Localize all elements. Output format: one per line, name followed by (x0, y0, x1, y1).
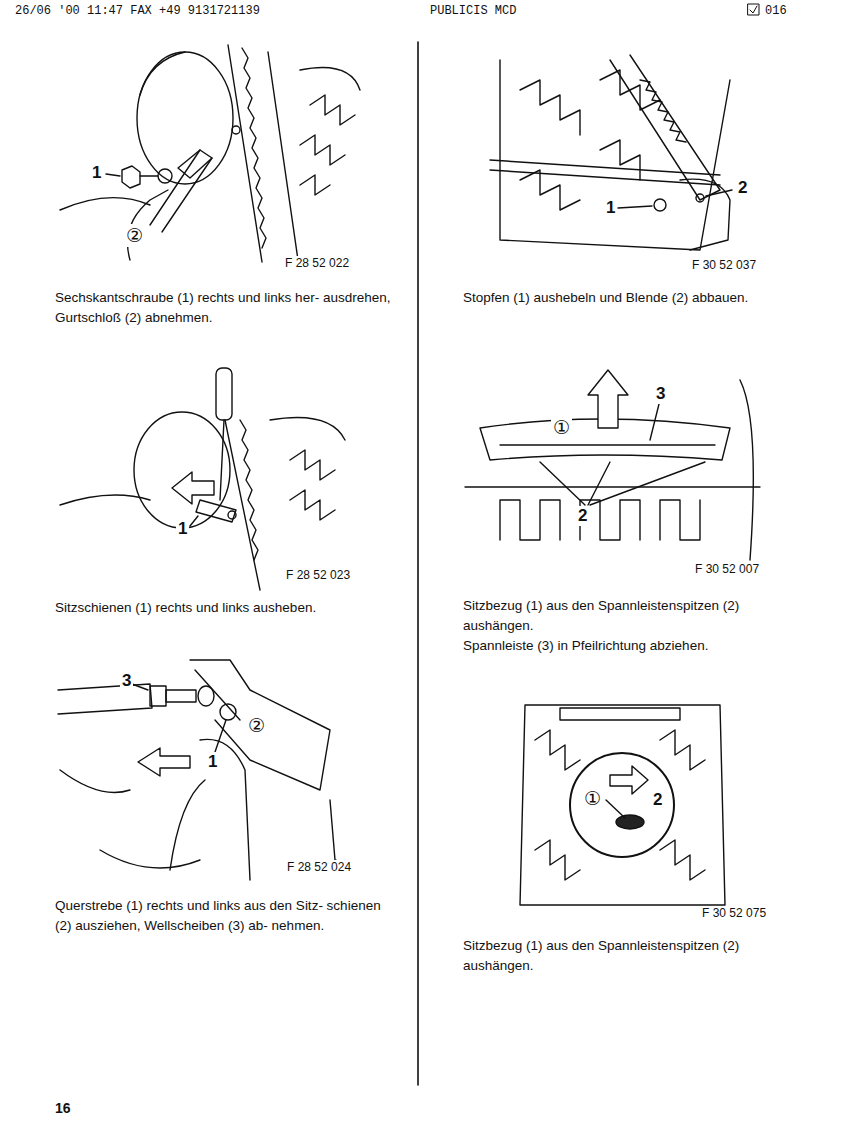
callout-number: 2 (736, 178, 749, 198)
figure-plug-cover (490, 55, 732, 250)
figure-code: F 30 52 037 (690, 258, 758, 272)
page-number: 16 (55, 1100, 71, 1117)
figure-seat-cover-hooks (520, 705, 725, 905)
callout-number: 3 (120, 671, 133, 691)
caption: Sitzschienen (1) rechts und links ausheb… (55, 598, 393, 618)
figure-cross-strut (58, 660, 350, 880)
callout-number: 1 (90, 163, 103, 183)
fax-header: 26/06 '00 11:47 FAX +49 9131721139 (15, 4, 260, 18)
caption: Spannleiste (3) in Pfeilrichtung abziehe… (463, 636, 798, 656)
fax-icon (748, 4, 759, 15)
figure-seat-rail-lift (60, 368, 345, 590)
column-divider (417, 42, 419, 1085)
callout-number: ① (582, 787, 603, 810)
callout-number: ② (246, 714, 267, 737)
fax-header: PUBLICIS MCD (430, 4, 516, 18)
callout-number: ① (551, 416, 572, 439)
caption: Sechskantschraube (1) rechts und links h… (55, 288, 393, 328)
figure-code: F 28 52 024 (285, 860, 353, 874)
figure-code: F 30 52 007 (693, 562, 761, 576)
callout-number: ② (124, 224, 145, 247)
callout-number: 1 (206, 752, 219, 772)
caption: Stopfen (1) aushebeln und Blende (2) abb… (463, 288, 798, 308)
figure-code: F 30 52 075 (700, 906, 768, 920)
caption: Querstrebe (1) rechts und links aus den … (55, 896, 393, 936)
figure-cover-bar (465, 370, 760, 560)
callout-number: 2 (576, 506, 589, 526)
figure-code: F 28 52 022 (283, 256, 351, 270)
callout-number: 2 (651, 790, 664, 810)
callout-number: 1 (176, 519, 189, 539)
fax-page: 016 (765, 4, 787, 18)
caption: Sitzbezug (1) aus den Spannleistenspitze… (463, 936, 798, 976)
callout-number: 3 (654, 384, 667, 404)
figure-code: F 28 52 023 (284, 568, 352, 582)
figure-bolt-removal (60, 45, 360, 262)
callout-number: 1 (604, 198, 617, 218)
caption: Sitzbezug (1) aus den Spannleistenspitze… (463, 596, 798, 636)
